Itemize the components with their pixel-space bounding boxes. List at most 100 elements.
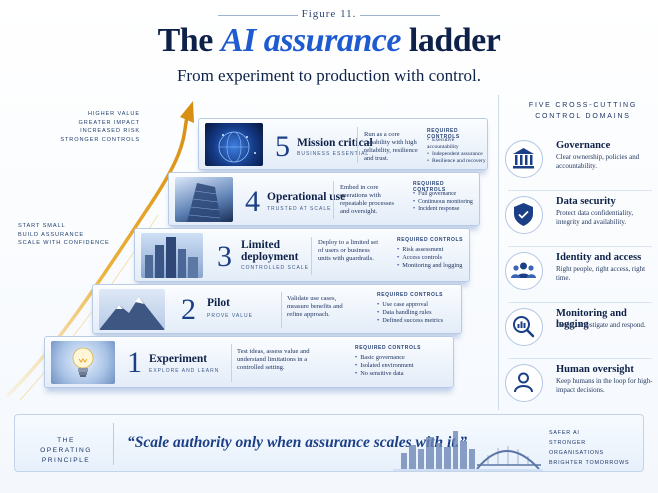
required-control-item: Executive accountability [427,137,487,151]
building-icon [187,183,221,222]
step-tag: CONTROLLED SCALE [241,265,309,271]
operating-principle-line: THE OPERATING [40,437,92,454]
required-control-item: Risk assessment [397,246,469,254]
side-note-line: GREATER IMPACT [78,119,140,126]
domain-divider [508,302,652,303]
page-subtitle: From experiment to production with contr… [176,66,482,85]
city-skyline-image [141,233,203,278]
ladder-step-2: 2 Pilot PROVE VALUE Validate use cases, … [92,284,462,334]
operating-principle-label: THE OPERATING PRINCIPLE [31,436,101,466]
ladder-step-5: 5 Mission critical BUSINESS ESSENTIAL Ru… [198,118,488,170]
domain-icon-badge [505,252,543,290]
domains-heading-line: FIVE CROSS-CUTTING [528,102,638,109]
lightbulb-image [51,341,115,384]
domains-heading-line: CONTROL DOMAINS [535,113,631,120]
required-control-item: Data handling rules [377,309,461,317]
step-number: 1 [127,346,142,379]
domain-title: Human oversight [556,364,634,375]
required-controls-heading: REQUIRED CONTROLS [377,292,444,298]
domain-description: Detect, investigate and respond. [556,321,646,329]
domain-description: Right people, right access, right time. [556,265,646,282]
users-icon [511,262,536,278]
step-title: Mission critical [297,137,373,149]
required-controls-heading: REQUIRED CONTROLS [397,237,464,243]
required-control-item: Full governance [413,191,479,199]
step-title: Limited deployment [241,239,299,263]
domain-identity-access: Identity and access Right people, right … [505,248,655,306]
domains-heading: FIVE CROSS-CUTTING CONTROL DOMAINS [508,100,658,122]
side-note-top: HIGHER VALUE GREATER IMPACT INCREASED RI… [30,110,140,144]
globe-icon [218,131,256,163]
required-control-item: Basic governance [355,354,451,362]
globe-network-image [205,123,263,166]
step-description: Validate use cases, measure benefits and… [287,295,343,318]
step-description: Embed in core operations with repeatable… [340,184,395,215]
side-note-line: STRONGER CONTROLS [60,136,140,143]
title-accent: AI assurance [220,22,402,59]
footer-tagline: BRIGHTER TOMORROWS [549,460,630,466]
side-note-line: START SMALL [18,223,66,229]
ladder-step-4: 4 Operational use TRUSTED AT SCALE Embed… [168,172,480,226]
domain-title: Monitoring and logging [556,308,627,330]
domain-description: Protect data confidentiality, integrity … [556,209,634,226]
domain-data-security: Data security Protect data confidentiali… [505,192,655,250]
domain-divider [508,190,652,191]
side-note-line: INCREASED RISK [80,128,140,134]
step-divider [311,237,312,275]
ladder-step-1: 1 Experiment EXPLORE AND LEARN Test idea… [44,336,454,388]
domain-icon-badge [505,364,543,402]
domain-title: Identity and access [556,252,642,263]
city-icon [145,237,198,278]
title-part-2: ladder [408,22,501,59]
ladder-step-3: 3 Limited deployment CONTROLLED SCALE De… [134,228,470,282]
required-control-item: Access controls [397,254,469,262]
skyscraper-image [175,177,233,222]
required-control-item: No sensitive data [355,370,451,378]
step-divider [333,181,334,219]
required-control-item: Continuous monitoring [413,199,479,207]
step-tag: TRUSTED AT SCALE [267,206,332,212]
step-title: Pilot [207,297,230,309]
side-note-line: BUILD ASSURANCE [18,231,85,238]
side-note-left: START SMALL BUILD ASSURANCE SCALE WITH C… [18,222,118,248]
operating-principle-banner: THE OPERATING PRINCIPLE “Scale authority… [14,414,644,472]
domain-icon-badge [505,140,543,178]
step-title: Operational use [267,191,346,203]
step-divider [231,344,232,382]
magnifier-chart-icon [513,316,535,338]
step-number: 5 [275,130,290,163]
domain-divider [508,246,652,247]
step-divider [357,127,358,163]
domains-separator [498,95,499,410]
person-icon [514,372,533,393]
required-control-item: Defined success metrics [377,317,461,325]
step-number: 3 [217,240,232,273]
step-divider [281,292,282,328]
domain-icon-badge [505,196,543,234]
principle-quote: “Scale authority only when assurance sca… [127,434,468,451]
step-description: Deploy to a limited set of users or busi… [318,239,379,262]
mountain-image [99,289,165,330]
city-bridge-skyline-icon [393,431,543,471]
footer-tagline: SAFER AI [549,430,580,436]
domain-governance: Governance Clear ownership, policies and… [505,136,655,194]
footer-tagline: STRONGER ORGANISATIONS [549,440,604,456]
operating-principle-line: PRINCIPLE [41,457,91,464]
side-note-line: HIGHER VALUE [87,111,140,117]
required-control-item: Resilience and recovery [427,158,487,165]
required-control-item: Use case approval [377,301,461,309]
step-description: Run as a core capability with high relia… [364,131,418,162]
required-controls-list: Full governance Continuous monitoring In… [413,191,479,214]
required-controls-list: Executive accountability Independent ass… [427,137,487,165]
step-tag: PROVE VALUE [207,313,253,319]
step-tag: EXPLORE AND LEARN [149,368,220,374]
domain-description: Clear ownership, policies and accountabi… [556,153,640,170]
required-control-item: Isolated environment [355,362,451,370]
step-title: Experiment [149,353,208,365]
figure-label-rule-right [360,15,440,16]
figure-label: Figure 11. [301,8,357,20]
required-controls-list: Use case approval Data handling rules De… [377,301,461,325]
required-controls-list: Risk assessment Access controls Monitori… [397,246,469,270]
shield-icon [514,203,533,226]
page-title: The AI assurance ladder [0,22,658,60]
